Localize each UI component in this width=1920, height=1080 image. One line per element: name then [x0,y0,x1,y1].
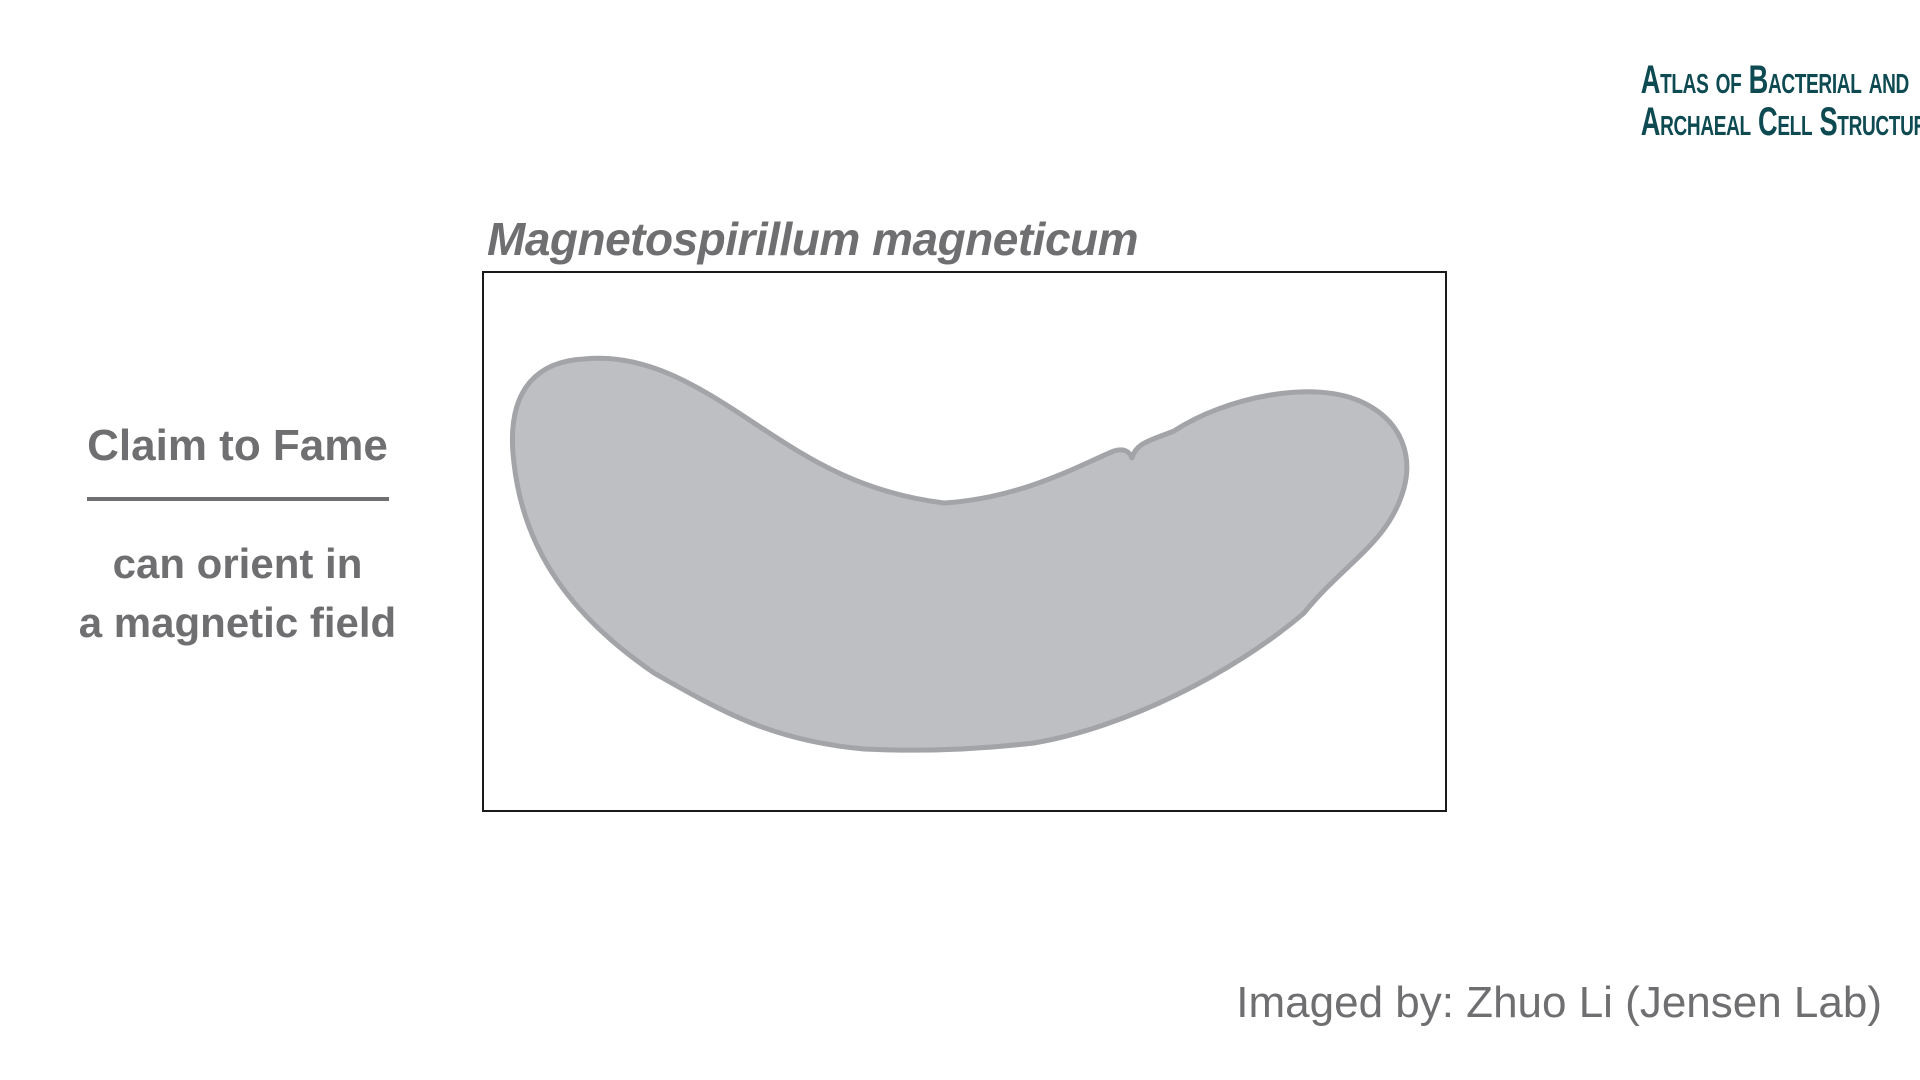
species-title: Magnetospirillum magneticum [487,213,1139,265]
claim-text-line-2: a magnetic field [78,598,397,646]
image-credit: Imaged by: Zhuo Li (Jensen Lab) [1236,978,1882,1027]
cell-body-shape [510,355,1410,753]
logo-line-1: Atlas of Bacterial and [1640,58,1909,102]
cell-image-frame [482,271,1447,812]
cell-illustration [510,355,1410,753]
claim-to-fame-heading: Claim to Fame [87,421,388,470]
atlas-logo: Atlas of Bacterial and Archaeal Cell Str… [1532,58,1920,144]
logo-line-2: Archaeal Cell Structure [1640,100,1920,144]
claim-divider [86,496,389,501]
claim-to-fame-panel: Claim to Fame can orient in a magnetic f… [60,420,415,652]
claim-text-line-1: can orient in [112,539,363,587]
claim-to-fame-text: can orient in a magnetic field [60,535,415,653]
